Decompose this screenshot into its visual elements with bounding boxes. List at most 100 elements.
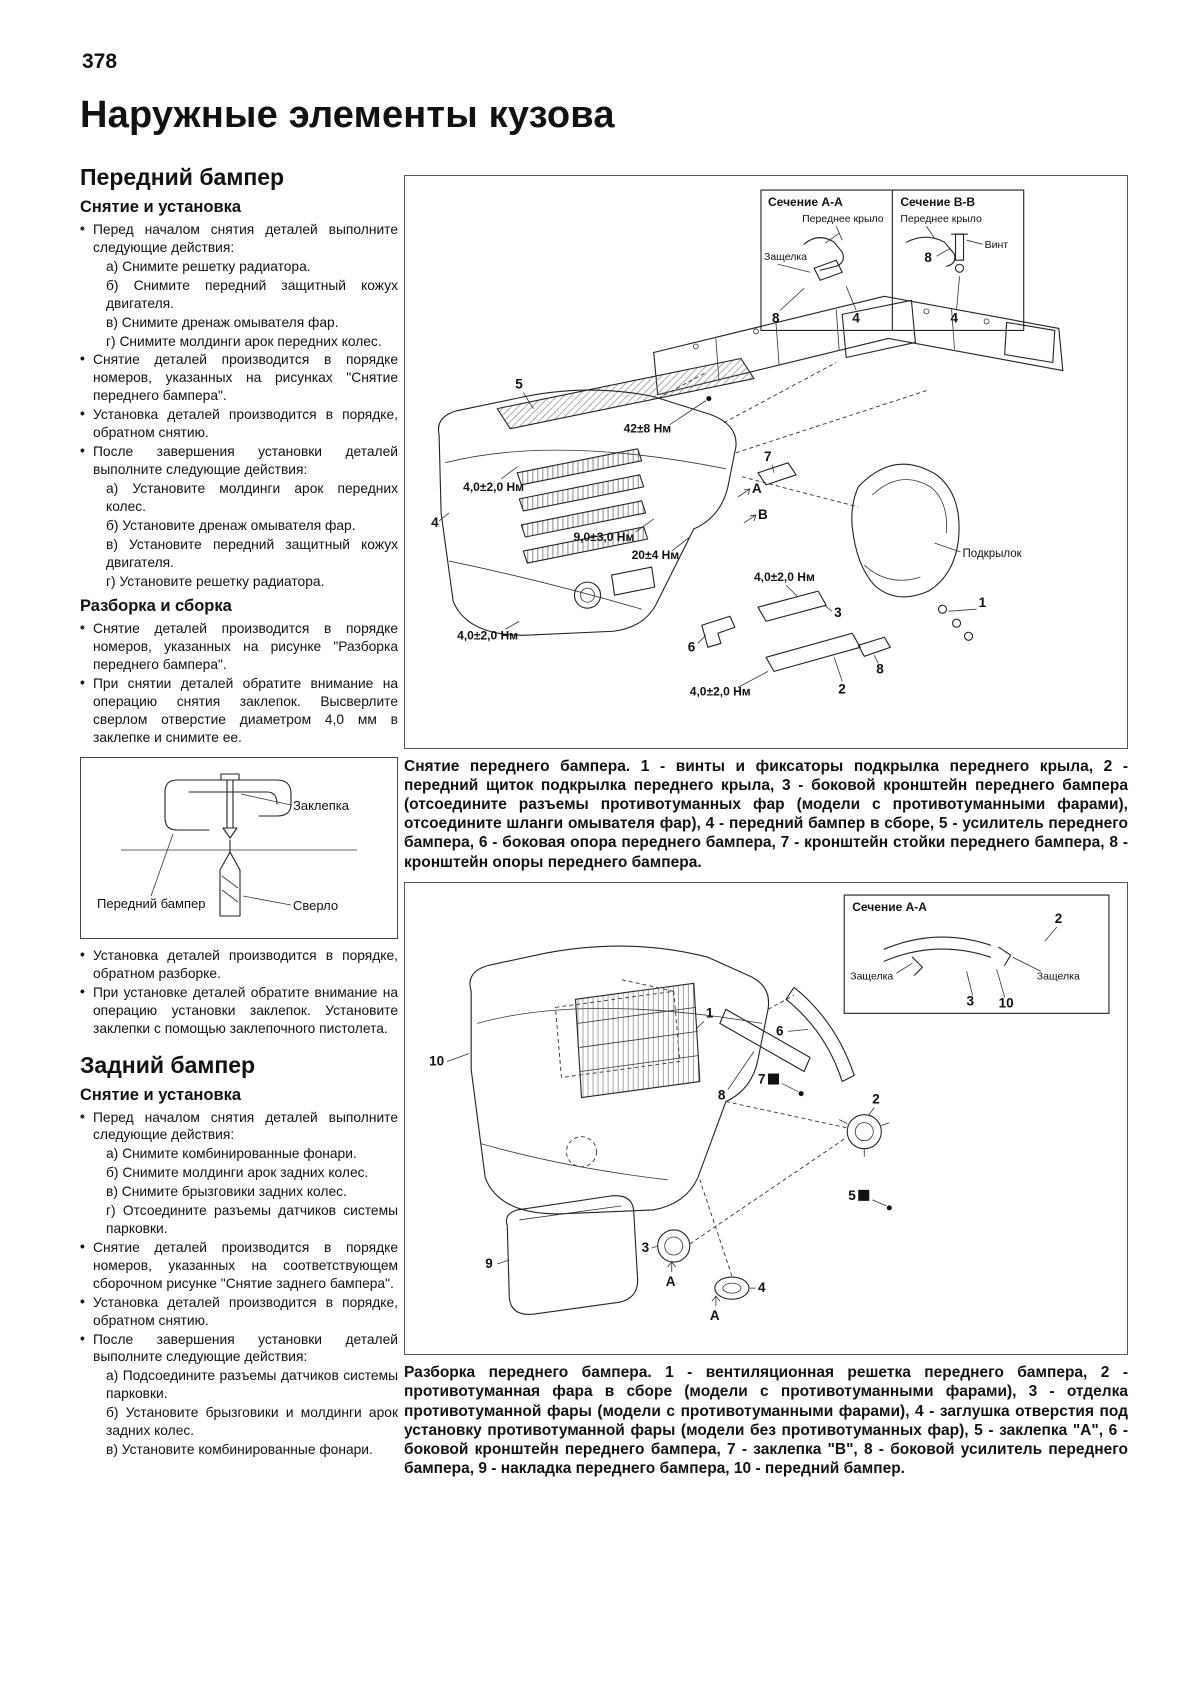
front-assembly-list: Установка деталей производится в порядке… xyxy=(80,946,398,1038)
callout-9: 9 xyxy=(485,1256,493,1271)
list-item: в) Установите комбинированные фонари. xyxy=(93,1441,398,1459)
side-bracket-sketch: 6 xyxy=(776,986,855,1082)
callout-3: 3 xyxy=(834,605,842,620)
callout-2: 2 xyxy=(1055,911,1063,926)
list-item-text: Снятие деталей производится в порядке но… xyxy=(93,1239,398,1291)
bumper-pad-sketch: 9 xyxy=(485,1194,639,1315)
drill-sketch xyxy=(219,839,241,917)
assembly-dash-lines xyxy=(657,362,927,508)
torque-label: 9,0±3,0 Нм xyxy=(573,530,634,544)
callout-6: 6 xyxy=(776,1023,784,1038)
latch-label: Защелка xyxy=(1037,970,1080,982)
latch-label: Защелка xyxy=(764,251,807,263)
list-item-text: Снятие деталей производится в порядке но… xyxy=(93,352,398,404)
vent-grille-sketch: 1 xyxy=(574,982,714,1099)
rivet-drill-sketch: Заклепка Передний бампер Сверло xyxy=(97,773,357,917)
bumper-reinforcement-sketch: 5 xyxy=(496,357,755,430)
list-item: После завершения установки деталей выпол… xyxy=(80,1330,398,1367)
fender-label: Переднее крыло xyxy=(802,213,884,225)
latch-label: Защелка xyxy=(850,970,893,982)
inset-bb-title: Сечение В-В xyxy=(900,195,975,209)
rivet-marker-icon xyxy=(858,1189,870,1201)
figure-column: Сечение А-А Переднее крыло Защелка 8 4 С… xyxy=(404,175,1128,1489)
view-arrows2: А А xyxy=(666,1261,721,1323)
list-item-text: в) Установите комбинированные фонари. xyxy=(106,1442,373,1458)
torque-labels: 42±8 Нм 4,0±2,0 Нм 9,0±3,0 Нм 20±4 Нм 4,… xyxy=(457,396,815,698)
subsection-disassembly-heading: Разборка и сборка xyxy=(80,597,232,616)
list-item-text: а) Установите молдинги арок передних кол… xyxy=(106,480,398,514)
list-item: в) Установите передний защитный кожух дв… xyxy=(93,536,398,572)
liner-screws: 1 xyxy=(937,595,987,641)
list-item: Перед началом снятия деталей выполните с… xyxy=(80,1108,398,1145)
torque-label: 4,0±2,0 Нм xyxy=(754,570,815,584)
drill-label: Сверло xyxy=(293,898,338,913)
callout-4: 4 xyxy=(951,310,959,325)
list-item: Снятие деталей производится в порядке но… xyxy=(80,350,398,405)
list-item: б) Снимите передний защитный кожух двига… xyxy=(93,277,398,313)
callout-8: 8 xyxy=(772,310,780,325)
front-bumper-label: Передний бампер xyxy=(97,896,205,911)
callout-4: 4 xyxy=(852,310,860,325)
callout-7: 7 xyxy=(764,449,772,464)
callout-8: 8 xyxy=(718,1087,726,1102)
list-item-text: г) Снимите молдинги арок передних колес. xyxy=(106,333,382,349)
list-item-text: б) Снимите передний защитный кожух двига… xyxy=(106,277,398,311)
list-item: Установка деталей производится в порядке… xyxy=(80,1293,398,1330)
callout-4: 4 xyxy=(431,515,439,530)
callout-3: 3 xyxy=(642,1240,650,1255)
callout-8: 8 xyxy=(924,250,932,265)
fender-label: Переднее крыло xyxy=(900,213,982,225)
callout-10: 10 xyxy=(999,995,1014,1010)
rivet-joint-sketch xyxy=(164,773,292,839)
callout-1: 1 xyxy=(979,595,987,610)
front-bumper-sketch: 4 xyxy=(431,389,737,636)
list-item-text: г) Установите решетку радиатора. xyxy=(106,573,325,589)
view-a-label: А xyxy=(666,1274,676,1289)
list-item: Снятие деталей производится в порядке но… xyxy=(80,1238,398,1293)
torque-label: 42±8 Нм xyxy=(624,422,672,436)
front-removal-list: Перед началом снятия деталей выполните с… xyxy=(80,220,398,591)
list-item-text: б) Установите дренаж омывателя фар. xyxy=(106,517,356,533)
figure2-caption: Разборка переднего бампера. 1 - вентиляц… xyxy=(404,1364,1128,1478)
section-aa-inset: Сечение А-А Переднее крыло Защелка 8 4 xyxy=(760,189,1025,331)
callout-6: 6 xyxy=(688,639,696,654)
view-a-label: А xyxy=(752,481,762,496)
callout-1: 1 xyxy=(706,1005,714,1020)
list-item-text: б) Снимите молдинги арок задних колес. xyxy=(106,1165,369,1181)
list-item: б) Установите дренаж омывателя фар. xyxy=(93,517,398,535)
list-item: г) Установите решетку радиатора. xyxy=(93,573,398,591)
list-item: При снятии деталей обратите внимание на … xyxy=(80,674,398,747)
fog-lamp-sketch: 2 xyxy=(839,1091,890,1157)
list-item-text: При снятии деталей обратите внимание на … xyxy=(93,676,398,745)
front-bumper-disassembly-sketch: Сечение А-А 2 Защелка Защелка 3 10 xyxy=(429,894,1110,1323)
list-item: Снятие деталей производится в порядке но… xyxy=(80,619,398,674)
section-aa-inset2: Сечение А-А 2 Защелка Защелка 3 10 xyxy=(843,894,1110,1014)
rivet-b-marker: 7 xyxy=(758,1071,804,1096)
list-item-text: При установке деталей обратите внимание … xyxy=(93,984,398,1036)
fog-plug-sketch: 4 xyxy=(714,1276,766,1300)
subsection-removal-heading: Снятие и установка xyxy=(80,198,242,216)
callout-4: 4 xyxy=(758,1280,766,1295)
callout-8: 8 xyxy=(876,661,884,676)
view-a-label: А xyxy=(710,1308,720,1323)
list-item-text: После завершения установки деталей выпол… xyxy=(93,444,398,477)
list-item: Установка деталей производится в порядке… xyxy=(80,405,398,442)
rivet-marker-icon xyxy=(768,1073,780,1085)
view-b-label: В xyxy=(758,507,768,522)
callout-5: 5 xyxy=(848,1188,856,1203)
subsection-rear-removal-heading: Снятие и установка xyxy=(80,1085,242,1104)
list-item-text: После завершения установки деталей выпол… xyxy=(93,1331,398,1365)
list-item: После завершения установки деталей выпол… xyxy=(80,442,398,479)
list-item-text: а) Снимите комбинированные фонари. xyxy=(106,1146,357,1162)
section-view-arrows: А В xyxy=(737,481,768,524)
front-disassembly-list: Снятие деталей производится в порядке но… xyxy=(80,619,398,747)
callout-10: 10 xyxy=(429,1053,444,1068)
list-item-text: б) Установите брызговики и молдинги арок… xyxy=(106,1405,398,1439)
callout-7: 7 xyxy=(758,1071,766,1086)
side-brackets-sketch: 3 2 6 7 8 xyxy=(688,449,891,696)
rivet-label: Заклепка xyxy=(293,798,350,813)
list-item: г) Отсоедините разъемы датчиков системы … xyxy=(93,1202,398,1238)
list-item: а) Подсоедините разъемы датчиков системы… xyxy=(93,1367,398,1403)
rivet-drill-figure: Заклепка Передний бампер Сверло xyxy=(80,756,398,939)
list-item: б) Установите брызговики и молдинги арок… xyxy=(93,1404,398,1440)
